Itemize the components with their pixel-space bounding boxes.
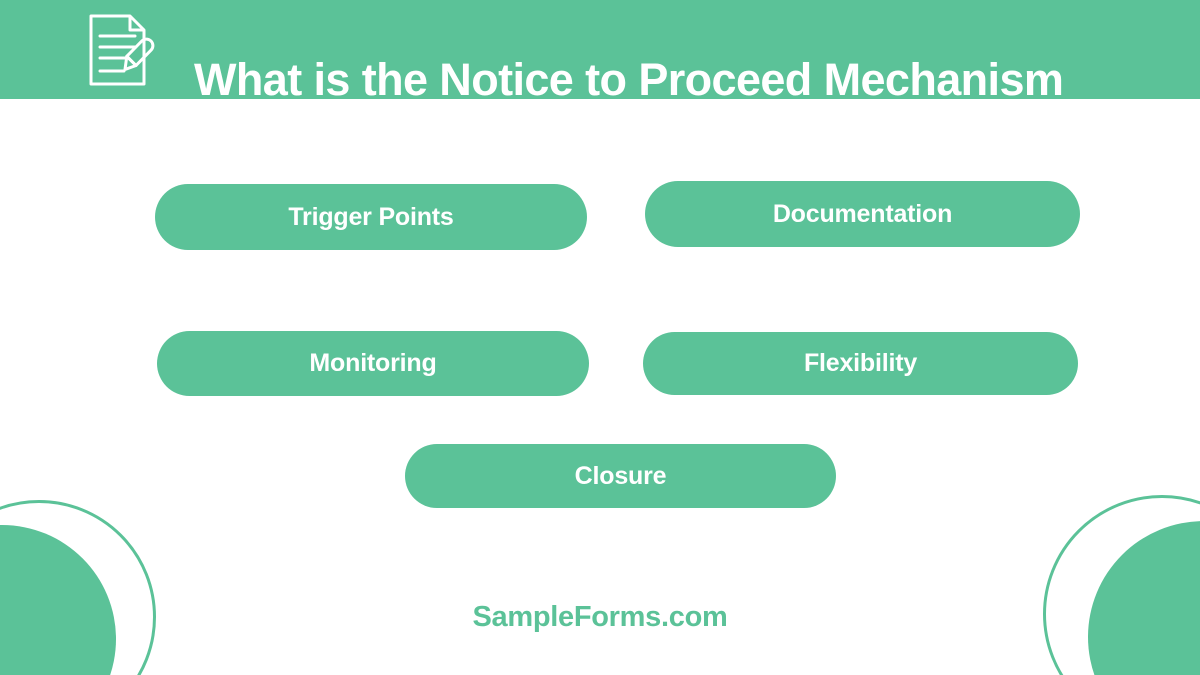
- decorative-circle-filled-bottom-right: [1088, 521, 1200, 675]
- concept-pill-documentation[interactable]: Documentation: [645, 181, 1080, 247]
- concept-pill-label: Trigger Points: [288, 202, 454, 231]
- page-title: What is the Notice to Proceed Mechanism: [194, 54, 1064, 106]
- decorative-circle-filled-bottom-left: [0, 525, 116, 675]
- decorative-circle-outline-bottom-right: [1043, 495, 1200, 675]
- concept-pill-trigger-points[interactable]: Trigger Points: [155, 184, 587, 250]
- concept-pill-monitoring[interactable]: Monitoring: [157, 331, 589, 396]
- concept-pill-label: Closure: [574, 461, 667, 490]
- concept-pill-label: Documentation: [772, 199, 953, 228]
- concept-pill-label: Monitoring: [309, 349, 437, 377]
- concept-pill-closure[interactable]: Closure: [405, 444, 836, 508]
- footer-brand: SampleForms.com: [472, 601, 728, 633]
- document-pencil-icon: [80, 12, 162, 88]
- page-header: What is the Notice to Proceed Mechanism: [0, 0, 1200, 105]
- concept-pill-label: Flexibility: [803, 349, 918, 377]
- concept-pill-flexibility[interactable]: Flexibility: [643, 332, 1078, 395]
- decorative-circle-outline-bottom-left: [0, 500, 156, 675]
